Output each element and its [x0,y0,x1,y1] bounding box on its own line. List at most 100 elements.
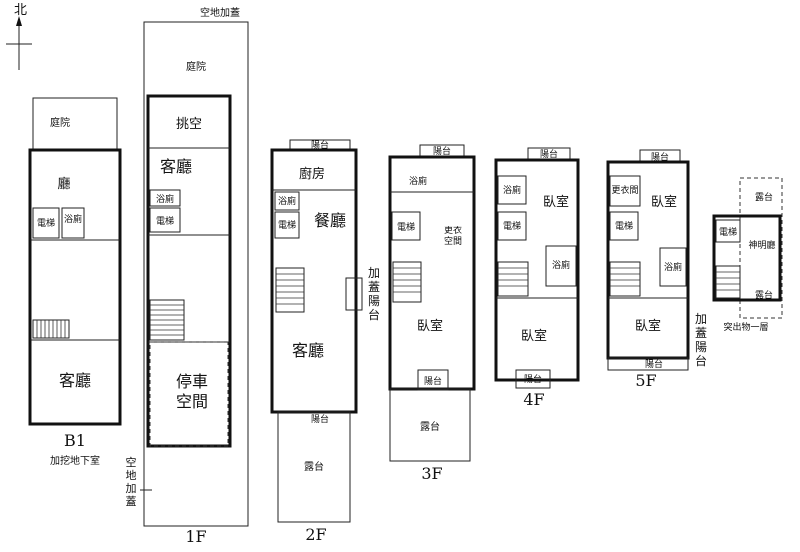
f5-name: 5F [635,371,656,390]
f1-side-addition-label: 空地加蓋 [125,456,137,508]
floor-plan-4f: 陽台 浴廁 電梯 臥室 浴廁 臥室 陽台 4F [494,147,580,409]
f5-dressing-box [609,175,641,207]
floor-plan-1f: 空地加蓋 庭院 挑空 客廳 浴廁 電梯 停車空間 空地加蓋 1F [125,6,249,546]
f2-outer-wall [270,148,358,414]
f1-yard-label: 庭院 [186,60,206,73]
f4-name: 4F [523,390,544,409]
b1-outer-wall [28,148,122,426]
f5-added-balcony-label: 加蓋陽台 [694,312,707,368]
f5-balcony-label: 陽台 [651,151,669,163]
f3-elevator-label: 電梯 [397,221,415,233]
f3-elevator-box [391,211,421,241]
f4-bedroom1-label: 臥室 [543,194,569,210]
floor-plan-2f: 陽台 廚房 浴廁 電梯 餐廳 客廳 加蓋陽台 陽台 露台 2F [270,139,380,544]
f5-bath-box [659,247,687,287]
b1-living-label: 客廳 [59,371,91,390]
f2-added-balcony-label-box: 加蓋陽台 [367,266,380,322]
f5-stairs [609,261,641,297]
f2-added-balcony-label: 加蓋陽台 [367,266,380,322]
f5-balcony2-box [607,357,689,371]
f1-side-addition-box: 空地加蓋 [125,456,137,508]
floor-plan-3f: 陽台 浴廁 電梯 更衣空間 臥室 陽台 露台 3F [388,144,476,483]
b1-elevator-box [32,207,60,239]
f1-parking-label: 停車空間 [175,372,208,411]
f4-bath-label: 浴廁 [503,184,521,196]
f3-bath-label: 浴廁 [409,175,427,187]
f2-elevator-label: 電梯 [278,219,296,231]
roof-outer-wall [712,214,782,302]
b1-yard-outline [32,97,118,151]
f3-dressing-label: 更衣空間 [443,226,462,247]
f2-bath-label: 浴廁 [278,195,296,207]
roof-terrace1-label: 露台 [755,191,773,203]
b1-bath-label: 浴廁 [64,213,82,225]
floor-plan-roof: 露台 電梯 神明廳 露台 突出物一層 [712,177,783,333]
f2-kitchen-label: 廚房 [299,166,325,182]
f1-parking-label-box: 停車空間 [175,372,208,411]
f2-balcony2-label: 陽台 [311,413,329,425]
f2-living-label: 客廳 [292,341,324,360]
roof-shrine-label: 神明廳 [748,239,775,251]
roof-caption: 突出物一層 [723,321,768,333]
roof-elevator-box [715,219,741,243]
f2-bath-box [274,191,300,211]
f4-bedroom2-label: 臥室 [521,328,547,344]
compass-arrow-icon [16,16,22,26]
f5-bedroom1-label: 臥室 [651,194,677,210]
f4-bath2-label: 浴廁 [552,259,570,271]
f3-bedroom-label: 臥室 [417,318,443,334]
b1-name: B1 [64,431,86,450]
roof-terrace2-label: 露台 [755,289,773,301]
f4-balcony-label: 陽台 [540,148,558,160]
f5-added-balcony-label-box: 加蓋陽台 [694,312,707,368]
f3-balcony2-box [417,369,449,391]
roof-dashed-outline [739,177,783,319]
f3-name: 3F [421,464,442,483]
f3-terrace-label: 露台 [420,420,440,433]
roof-elevator-label: 電梯 [719,226,737,238]
f5-elevator-box [609,211,639,241]
north-compass: 北 [6,3,32,70]
f1-parking-dashed [149,341,229,447]
f1-void-label: 挑空 [176,117,202,132]
b1-elevator-label: 電梯 [37,217,55,229]
f5-balcony2-label: 陽台 [645,358,663,370]
f3-balcony2-label: 陽台 [424,375,442,387]
floor-plan-b1: 庭院 廳 電梯 浴廁 客廳 B1 加挖地下室 [28,97,122,467]
f3-stairs [392,261,422,303]
f1-addition-outline [143,21,249,527]
f1-elevator-label: 電梯 [156,215,174,227]
f2-dining-label: 餐廳 [314,211,346,230]
b1-stairs [32,319,70,339]
f5-bath-label: 浴廁 [664,261,682,273]
f1-elevator-box [149,207,181,233]
f2-name: 2F [305,525,326,544]
f4-outer-wall [494,158,580,382]
f2-terrace-label: 露台 [304,460,324,473]
f4-balcony2-label: 陽台 [524,373,542,385]
floor-plan-5f: 陽台 更衣間 電梯 臥室 浴廁 臥室 陽台 加蓋陽台 5F [606,149,707,390]
f4-bath2-box [545,245,577,287]
b1-hall-label: 廳 [57,176,70,192]
f1-name: 1F [185,527,206,546]
b1-yard-label: 庭院 [50,116,70,129]
f5-bedroom2-label: 臥室 [635,318,661,334]
b1-subtitle: 加挖地下室 [50,454,100,467]
f2-terrace-box [277,411,351,523]
f1-top-addition-label: 空地加蓋 [200,6,240,19]
f1-bath-box [149,189,181,207]
f4-stairs [497,261,529,297]
roof-stairs [715,265,741,299]
f5-elevator-label: 電梯 [615,220,633,232]
f4-bath-box [497,175,527,205]
f4-balcony2-box [515,369,551,389]
f3-balcony-label: 陽台 [433,145,451,157]
f2-added-balcony-box [345,277,363,311]
f3-dressing-label-box: 更衣空間 [443,226,462,247]
f1-bath-label: 浴廁 [156,193,174,205]
f2-stairs [275,267,305,313]
f5-dressing-label: 更衣間 [611,184,638,196]
f1-stairs [149,299,185,341]
compass-north-label: 北 [14,3,27,18]
